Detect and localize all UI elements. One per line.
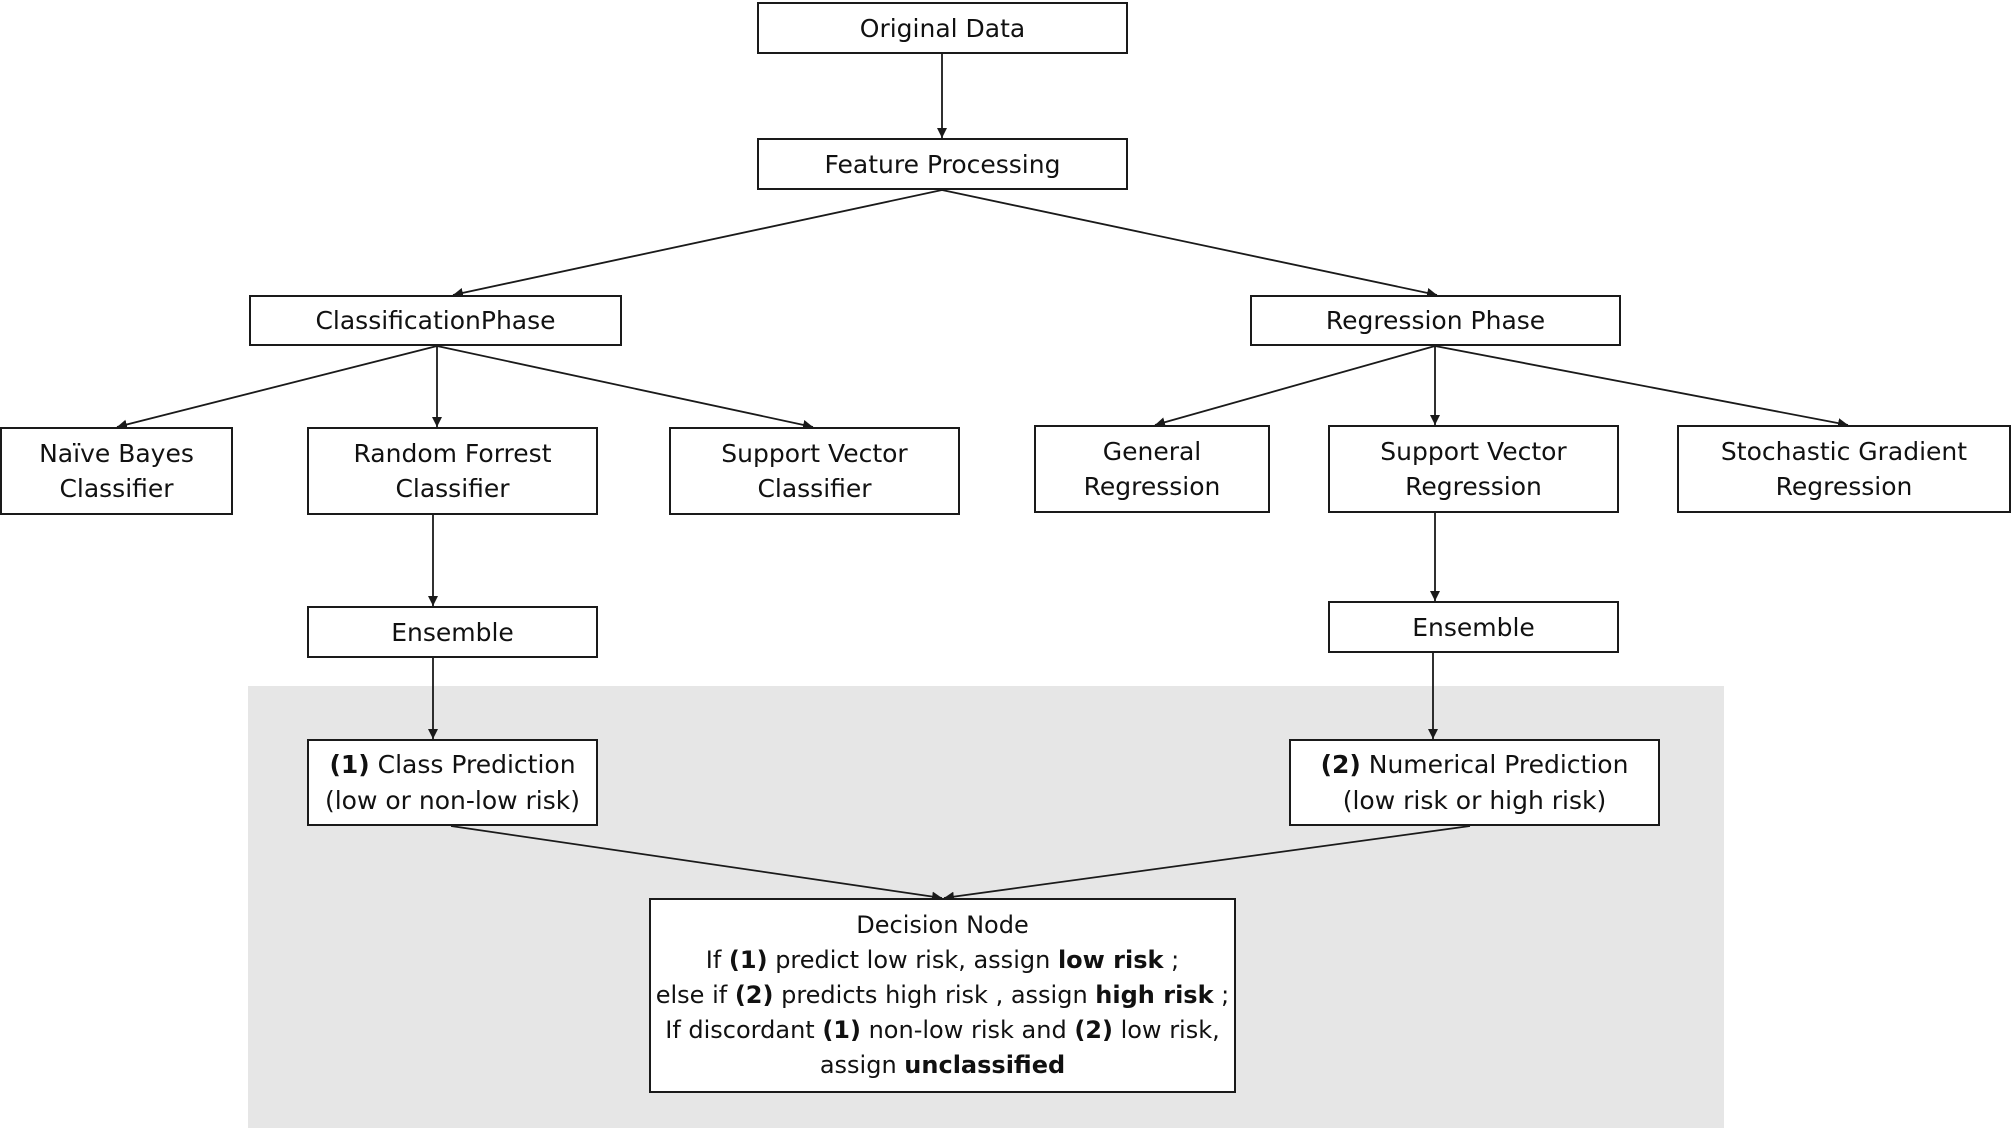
ensemble-classification-node: Ensemble [307,606,598,658]
general-regression-line1: General [1102,437,1202,466]
decision-rule-3-marker-1: (1) [822,1016,861,1044]
naive-bayes-line2: Classifier [59,474,174,503]
general-regression-node: General Regression [1034,425,1270,513]
decision-rule-2-mid: predicts high risk , assign [773,981,1096,1009]
decision-rule-4-outcome: unclassified [904,1051,1066,1079]
support-vector-classifier-line2: Classifier [757,474,872,503]
class-prediction-line1: (1) Class Prediction [329,747,575,783]
decision-rule-2-post: ; [1213,981,1230,1009]
naive-bayes-line1: Naïve Bayes [39,439,194,468]
random-forest-node: Random Forrest Classifier [307,427,598,515]
decision-rule-1: If (1) predict low risk, assign low risk… [706,943,1179,978]
regression-phase-node: Regression Phase [1250,295,1621,346]
edge-classification-to-svc [436,345,814,430]
regression-phase-label: Regression Phase [1325,306,1546,335]
numerical-prediction-title: Numerical Prediction [1368,749,1629,779]
classification-phase-label: ClassificationPhase [315,306,556,335]
edge-feature-to-classification [452,189,943,298]
original-data-node: Original Data [757,2,1128,54]
decision-node: Decision Node If (1) predict low risk, a… [649,898,1236,1093]
support-vector-regression-line1: Support Vector [1380,437,1567,466]
numerical-prediction-marker: (2) [1320,749,1361,779]
numerical-prediction-line2: (low risk or high risk) [1342,785,1607,815]
naive-bayes-node: Naïve Bayes Classifier [0,427,233,515]
edge-classification-to-naive-bayes [116,345,438,430]
decision-rule-1-outcome: low risk [1057,946,1164,974]
support-vector-regression-node: Support Vector Regression [1328,425,1619,513]
numerical-prediction-line1: (2) Numerical Prediction [1321,747,1629,783]
decision-rule-4: assign unclassified [820,1048,1065,1083]
decision-rule-3: If discordant (1) non-low risk and (2) l… [665,1013,1220,1048]
decision-rule-1-marker: (1) [728,946,768,974]
decision-rule-2-marker: (2) [734,981,774,1009]
decision-rule-4-pre: assign [819,1051,905,1079]
edge-numerical-prediction-to-decision [943,825,1471,902]
decision-rule-3-mid: non-low risk and [860,1016,1075,1044]
edge-feature-to-regression [941,189,1438,298]
class-prediction-marker: (1) [329,749,370,779]
edge-regression-to-stochastic [1434,345,1849,429]
support-vector-classifier-line1: Support Vector [721,439,908,468]
decision-rule-2: else if (2) predicts high risk , assign … [656,978,1230,1013]
random-forest-line2: Classifier [395,474,510,503]
decision-node-title: Decision Node [856,911,1029,939]
decision-rule-3-post: low risk, [1112,1016,1220,1044]
feature-processing-label: Feature Processing [824,149,1061,179]
decision-rule-1-pre: If [705,946,729,974]
original-data-label: Original Data [859,13,1026,43]
numerical-prediction-node: (2) Numerical Prediction (low risk or hi… [1289,739,1660,826]
edge-regression-to-general [1154,345,1436,428]
edge-class-prediction-to-decision [450,825,943,902]
decision-rule-2-outcome: high risk [1095,981,1214,1009]
decision-rule-3-marker-2: (2) [1074,1016,1113,1044]
random-forest-line1: Random Forrest [353,439,552,468]
stochastic-gradient-line1: Stochastic Gradient [1720,437,1968,466]
decision-rule-2-pre: else if [655,981,735,1009]
stochastic-gradient-line2: Regression [1775,472,1913,501]
ensemble-regression-node: Ensemble [1328,601,1619,653]
feature-processing-node: Feature Processing [757,138,1128,190]
support-vector-regression-line2: Regression [1405,472,1542,501]
decision-rule-1-mid: predict low risk, assign [767,946,1058,974]
decision-rule-1-post: ; [1163,946,1180,974]
support-vector-classifier-node: Support Vector Classifier [669,427,960,515]
class-prediction-node: (1) Class Prediction (low or non-low ris… [307,739,598,826]
general-regression-line2: Regression [1083,472,1221,501]
classification-phase-node: ClassificationPhase [249,295,622,346]
class-prediction-title: Class Prediction [377,749,576,779]
ensemble-classification-label: Ensemble [391,617,514,647]
ensemble-regression-label: Ensemble [1412,612,1535,642]
decision-rule-3-pre: If discordant [665,1016,823,1044]
class-prediction-line2: (low or non-low risk) [324,785,581,815]
stochastic-gradient-regression-node: Stochastic Gradient Regression [1677,425,2011,513]
